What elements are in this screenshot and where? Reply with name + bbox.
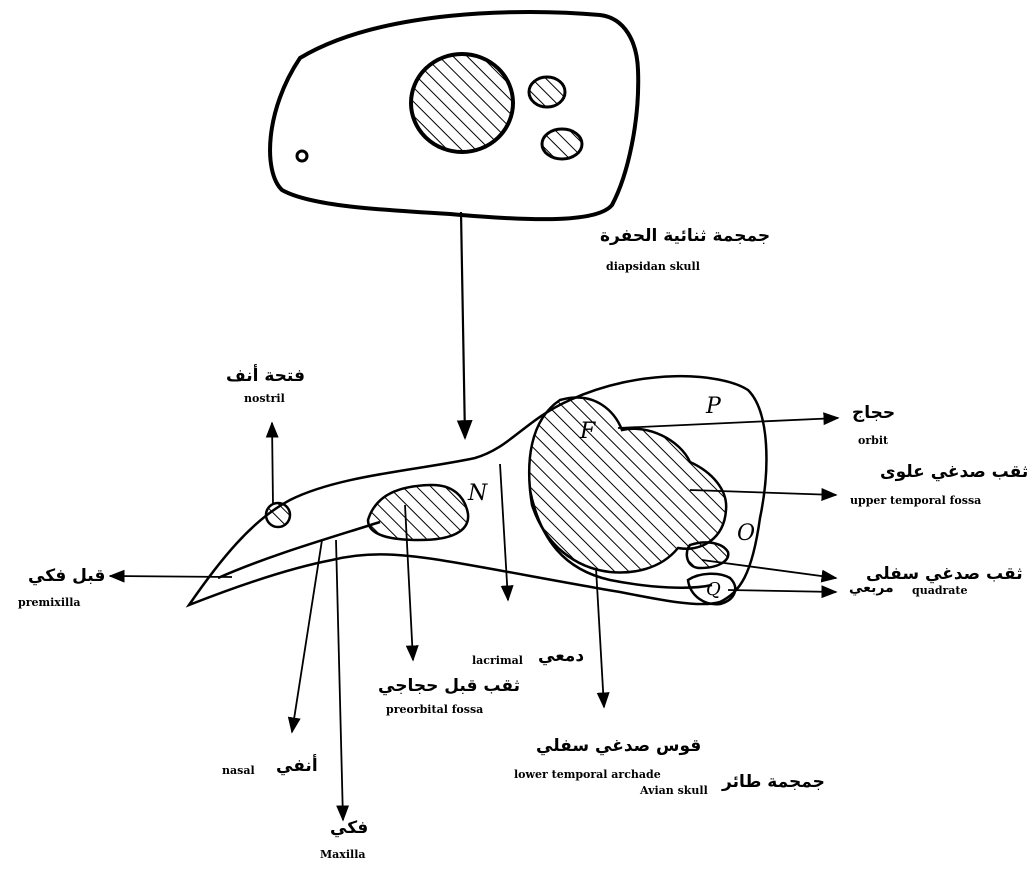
label-lacrimal-en: lacrimal	[472, 654, 523, 667]
arrow-lacrimal	[500, 464, 508, 600]
diapsid-upper-opening	[529, 77, 565, 107]
label-premaxilla-ar: قبل فكي	[28, 566, 105, 586]
arrow-nostril	[272, 423, 273, 505]
label-nostril-ar: فتحة أنف	[226, 366, 305, 386]
arrow-premaxilla	[110, 576, 232, 577]
label-preorbital-ar: ثقب قبل حجاجي	[378, 676, 520, 696]
diapsid-skull	[270, 12, 638, 219]
arrow-maxilla	[336, 540, 343, 820]
label-nostril-en: nostril	[244, 392, 285, 405]
avian-lower-opening	[687, 542, 728, 568]
avian-preorbital-fossa	[368, 485, 468, 540]
bone-letter-quadrate: Q	[706, 579, 721, 600]
label-diapsid-ar: جمجمة ثنائية الحفرة	[600, 226, 770, 246]
label-lower-arch-en: lower temporal archade	[514, 768, 661, 781]
label-lacrimal-ar: دمعي	[538, 646, 584, 666]
arrow-quadrate	[728, 590, 836, 592]
label-avian-en: Avian skull	[640, 784, 708, 797]
arrow-diapsid-to-avian	[461, 212, 465, 438]
label-quadrate-ar: مربعي	[849, 580, 894, 596]
label-quadrate-en: quadrate	[912, 584, 968, 597]
bone-letter-squamosal: O	[737, 521, 755, 546]
bone-letter-frontal: F	[579, 419, 596, 444]
label-diapsid-en: diapsidan skull	[606, 260, 700, 273]
bone-letter-nasal: N	[467, 481, 488, 506]
diapsid-orbit	[411, 54, 513, 152]
avian-nostril	[266, 503, 290, 527]
label-premaxilla-en: premixilla	[18, 596, 81, 609]
label-upper-fossa-ar: ثقب صدغي علوى	[880, 462, 1028, 482]
bone-letter-parietal: P	[705, 394, 722, 419]
label-nasal-en: nasal	[222, 764, 255, 777]
arrow-orbit	[618, 418, 838, 428]
label-lower-arch-ar: قوس صدغي سفلي	[536, 736, 701, 756]
label-orbit-en: orbit	[858, 434, 888, 447]
label-orbit-ar: حجاج	[852, 403, 895, 423]
diapsid-nostril	[297, 151, 307, 161]
diapsid-lower-opening	[542, 129, 582, 159]
label-maxilla-en: Maxilla	[320, 848, 366, 861]
beak-gape-line	[218, 522, 380, 578]
label-nasal-ar: أنفي	[276, 756, 318, 776]
label-preorbital-en: preorbital fossa	[386, 703, 483, 716]
label-avian-ar: جمجمة طائر	[722, 772, 825, 792]
label-maxilla-ar: فكي	[330, 818, 368, 838]
label-upper-fossa-en: upper temporal fossa	[850, 494, 981, 507]
